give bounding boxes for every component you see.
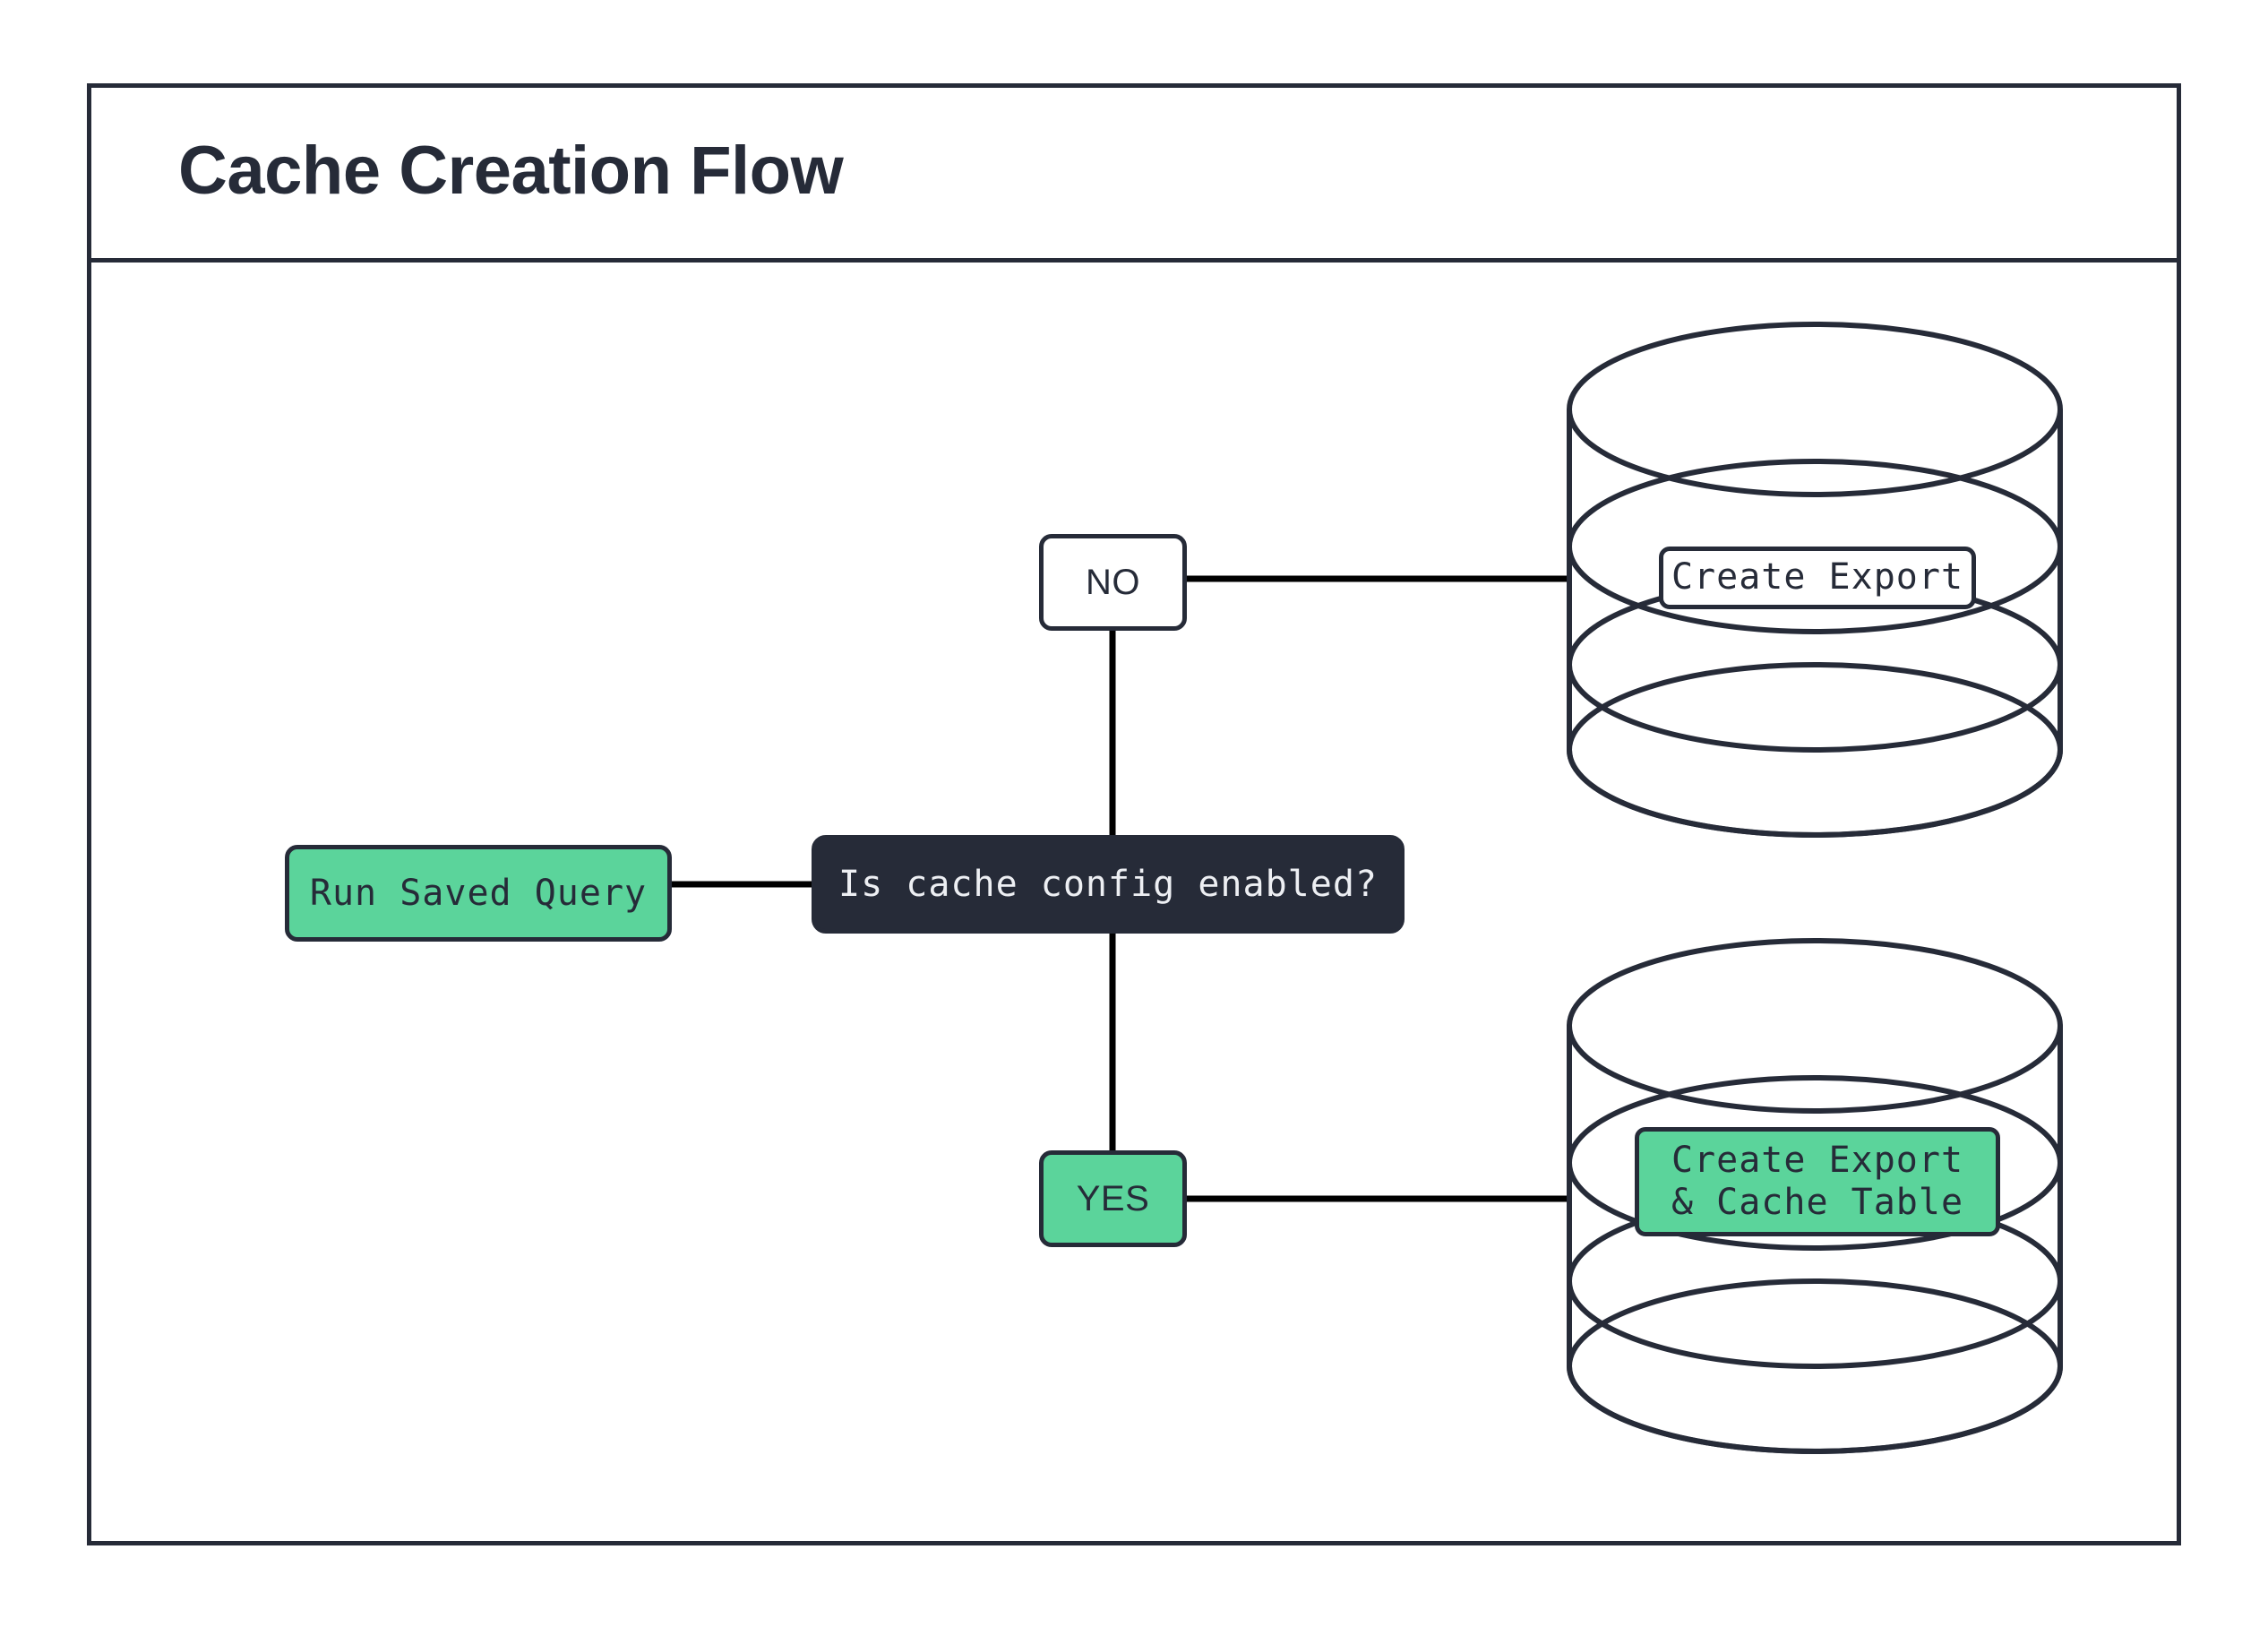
database-label-create-export[interactable]: Create Export — [1659, 547, 1976, 609]
node-run-saved-query[interactable]: Run Saved Query — [285, 845, 672, 942]
node-branch-yes[interactable]: YES — [1039, 1150, 1187, 1247]
diagram-header: Cache Creation Flow — [87, 83, 2181, 263]
node-branch-no[interactable]: NO — [1039, 534, 1187, 631]
node-decision-is-cache-config-enabled[interactable]: Is cache config enabled? — [812, 835, 1405, 934]
diagram-frame — [87, 83, 2181, 1545]
diagram-title: Cache Creation Flow — [178, 132, 844, 209]
database-label-create-export-cache-table[interactable]: Create Export & Cache Table — [1635, 1127, 2000, 1236]
